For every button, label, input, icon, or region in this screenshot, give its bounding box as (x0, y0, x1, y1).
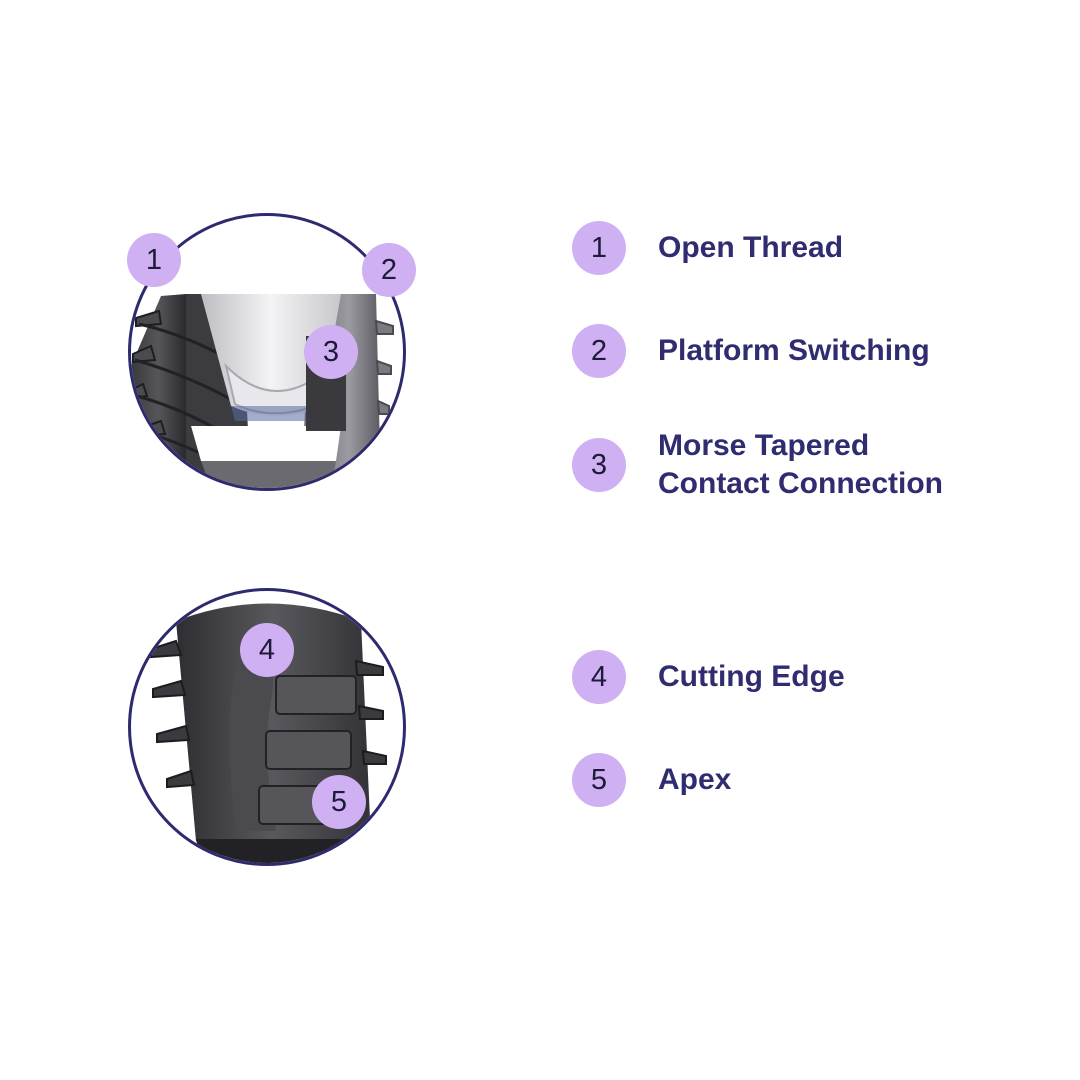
legend-label-apex: Apex (658, 763, 732, 796)
legend-item-platform-switching: 2 Platform Switching (572, 324, 930, 378)
legend-item-morse-tapered: 3 Morse Tapered Contact Connection (572, 427, 978, 503)
legend-label-morse-tapered: Morse Tapered Contact Connection (658, 429, 943, 500)
legend-item-open-thread: 1 Open Thread (572, 221, 843, 275)
legend-badge-5: 5 (572, 753, 626, 807)
callout-badge-4: 4 (240, 623, 294, 677)
legend-label-platform-switching: Platform Switching (658, 334, 930, 367)
callout-badge-2: 2 (362, 243, 416, 297)
legend-badge-3: 3 (572, 438, 626, 492)
legend-badge-2: 2 (572, 324, 626, 378)
legend-badge-1: 1 (572, 221, 626, 275)
callout-badge-5: 5 (312, 775, 366, 829)
callout-badge-3: 3 (304, 325, 358, 379)
callout-badge-1: 1 (127, 233, 181, 287)
legend-item-apex: 5 Apex (572, 753, 731, 807)
legend-badge-4: 4 (572, 650, 626, 704)
legend-label-cutting-edge: Cutting Edge (658, 660, 845, 693)
legend-item-cutting-edge: 4 Cutting Edge (572, 650, 845, 704)
legend-label-open-thread: Open Thread (658, 231, 844, 264)
